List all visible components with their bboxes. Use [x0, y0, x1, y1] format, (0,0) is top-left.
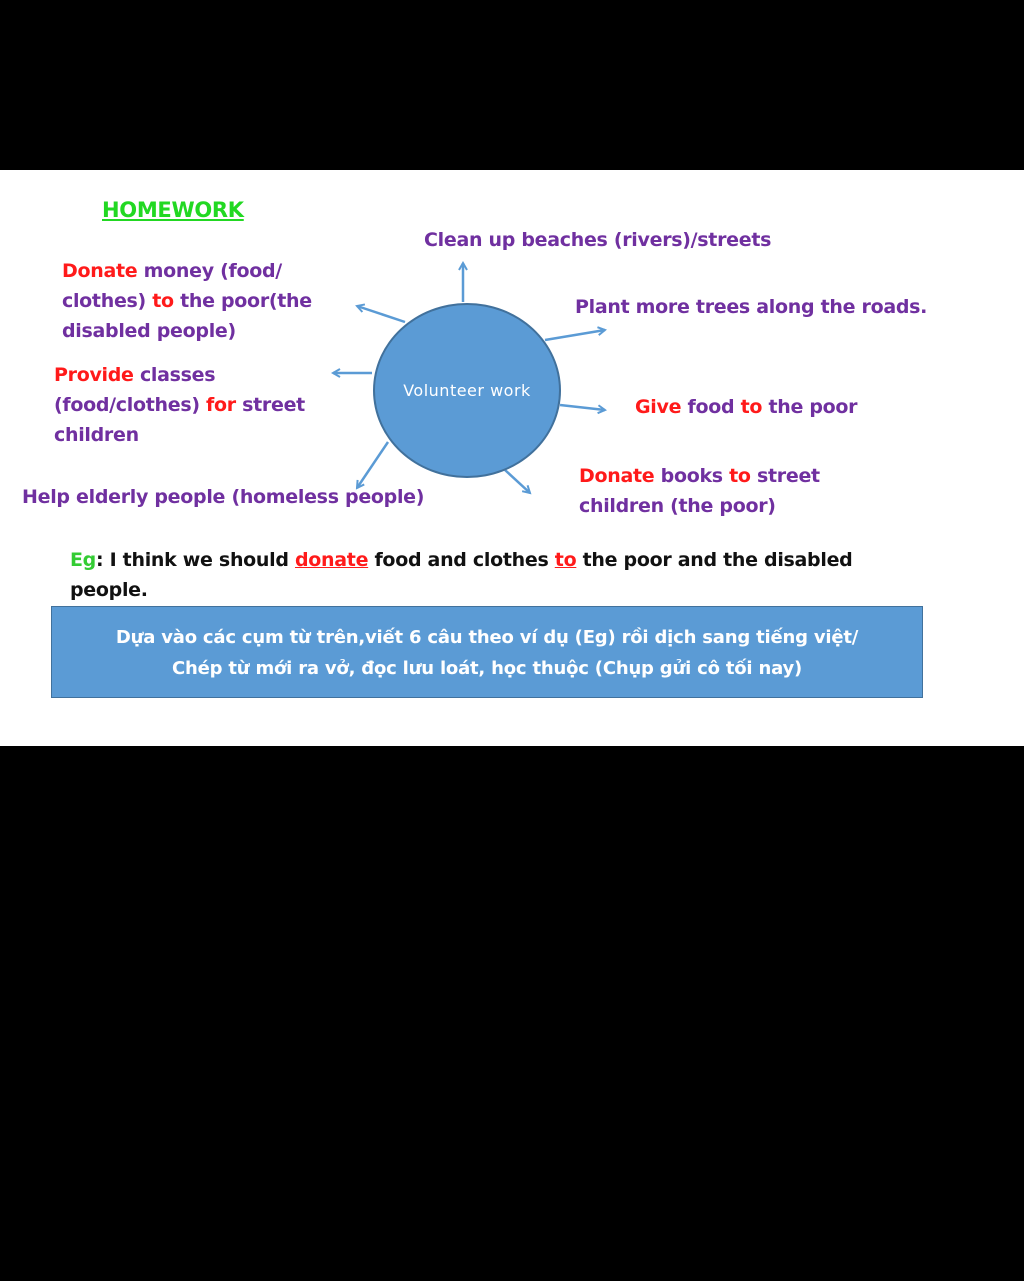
example-sentence: Eg: I think we should donate food and cl… — [70, 549, 853, 601]
instruction-box: Dựa vào các cụm từ trên,viết 6 câu theo … — [51, 606, 923, 698]
branch-plant: Plant more trees along the roads. — [575, 296, 928, 318]
branch-provide: Provide classes (food/clothes) for stree… — [54, 364, 305, 446]
branch-help: Help elderly people (homeless people) — [22, 486, 425, 508]
branch-give: Give food to the poor — [635, 396, 858, 418]
arrow-donate-books — [504, 469, 530, 493]
branch-clean: Clean up beaches (rivers)/streets — [424, 229, 772, 251]
arrow-help — [357, 441, 390, 488]
instruction-line-2: Chép từ mới ra vở, đọc lưu loát, học thu… — [171, 658, 803, 679]
center-label: Volunteer work — [403, 381, 531, 400]
branch-donate-books: Donate books to street children (the poo… — [579, 465, 820, 517]
slide: HOMEWORK Volunteer work Clean up beaches… — [0, 170, 1024, 746]
branch-donate-money: Donate money (food/ clothes) to the poor… — [62, 260, 312, 342]
arrow-donate-money — [357, 306, 406, 324]
arrow-plant — [544, 330, 605, 342]
instruction-line-1: Dựa vào các cụm từ trên,viết 6 câu theo … — [115, 627, 859, 648]
center-circle: Volunteer work — [373, 303, 561, 478]
arrow-give — [559, 403, 605, 410]
homework-title: HOMEWORK — [102, 198, 244, 222]
arrows — [0, 170, 1024, 746]
